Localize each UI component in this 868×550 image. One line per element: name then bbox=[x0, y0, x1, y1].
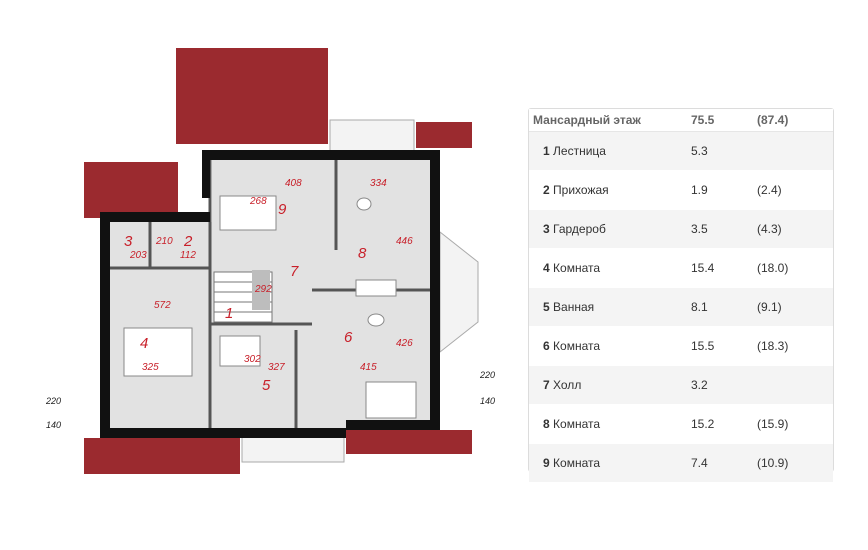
svg-text:7: 7 bbox=[290, 263, 299, 280]
svg-text:572: 572 bbox=[154, 300, 171, 311]
svg-text:5: 5 bbox=[262, 377, 271, 394]
svg-text:302: 302 bbox=[244, 354, 261, 365]
svg-text:203: 203 bbox=[129, 250, 147, 261]
svg-text:292: 292 bbox=[254, 284, 272, 295]
furniture bbox=[123, 195, 417, 419]
svg-text:210: 210 bbox=[155, 236, 173, 247]
svg-text:140: 140 bbox=[46, 420, 61, 430]
roof bbox=[84, 48, 472, 474]
svg-text:9: 9 bbox=[278, 201, 287, 218]
floor-plan: 1 2 3 4 5 6 7 8 9 408 334 268 446 203 21… bbox=[45, 48, 495, 474]
walls bbox=[100, 150, 440, 438]
svg-text:268: 268 bbox=[249, 196, 267, 207]
svg-text:327: 327 bbox=[268, 362, 285, 373]
floor-title: Мансардный этаж bbox=[533, 113, 641, 127]
exterior-dimension-labels: 220 140 220 140 bbox=[45, 370, 495, 430]
stair-landing bbox=[252, 270, 270, 310]
svg-text:446: 446 bbox=[396, 236, 413, 247]
svg-text:1: 1 bbox=[225, 305, 233, 322]
balcony bbox=[241, 119, 479, 463]
svg-text:415: 415 bbox=[360, 362, 377, 373]
svg-text:8: 8 bbox=[358, 245, 367, 262]
svg-text:325: 325 bbox=[142, 362, 159, 373]
svg-text:140: 140 bbox=[480, 396, 495, 406]
svg-text:4: 4 bbox=[140, 335, 148, 352]
net-area-total: 75.5 bbox=[691, 113, 715, 127]
room-labels: 1 2 3 4 5 6 7 8 9 bbox=[124, 201, 367, 394]
svg-text:408: 408 bbox=[285, 178, 302, 189]
svg-text:334: 334 bbox=[370, 178, 387, 189]
table-header: Мансардный этаж 75.5 (87.4) bbox=[529, 109, 833, 132]
dimension-labels: 408 334 268 446 203 210 112 292 572 325 … bbox=[129, 178, 413, 373]
svg-text:112: 112 bbox=[180, 250, 196, 261]
svg-text:220: 220 bbox=[45, 396, 61, 406]
gross-area-total: (87.4) bbox=[757, 113, 789, 127]
svg-text:2: 2 bbox=[183, 233, 193, 250]
svg-text:3: 3 bbox=[124, 233, 133, 250]
svg-text:220: 220 bbox=[479, 370, 495, 380]
svg-text:6: 6 bbox=[344, 329, 353, 346]
svg-text:426: 426 bbox=[396, 338, 413, 349]
